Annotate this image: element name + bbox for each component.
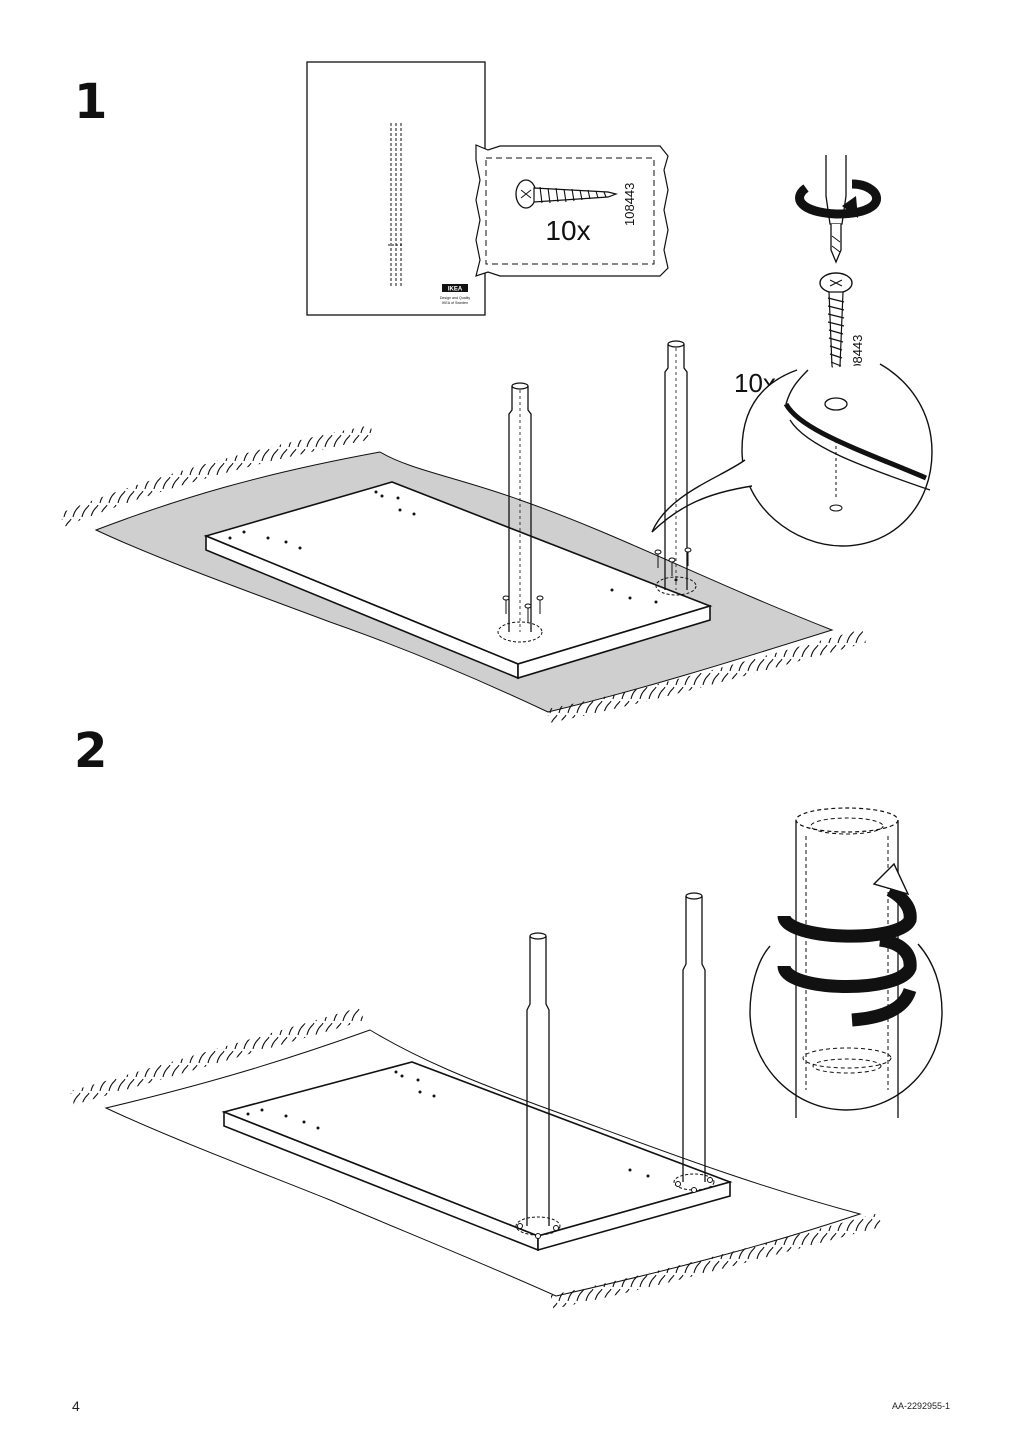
small-screws (502, 547, 692, 622)
ikea-logo: IKEA Design and Quality IKEA of Sweden (440, 284, 471, 305)
document-id: AA-2292955-1 (891, 1401, 950, 1411)
table-top (203, 481, 713, 680)
svg-text:Design and Quality: Design and Quality (440, 296, 471, 300)
screwdriver-icon (825, 155, 847, 264)
step-1-number: 1 (74, 74, 108, 130)
part-label-card: 10x 108443 (475, 144, 669, 277)
leg-right (655, 340, 697, 596)
leg-left (497, 382, 543, 643)
screw-icon (515, 179, 619, 209)
screw-icon (819, 272, 853, 380)
rotate-clockwise-icon (795, 179, 882, 219)
svg-text:IKEA of Sweden: IKEA of Sweden (442, 301, 468, 305)
step-2-number: 2 (74, 723, 108, 779)
table-top-2 (221, 1061, 733, 1252)
part-quantity: 10x (545, 215, 590, 246)
svg-text:IKEA: IKEA (448, 287, 463, 293)
leg-left-2 (515, 932, 561, 1239)
rotate-counterclockwise-icon (777, 862, 917, 1027)
part-article-number: 108443 (622, 183, 637, 226)
detail-magnifier (651, 363, 933, 547)
leg-right-2 (673, 892, 715, 1193)
page-number: 4 (72, 1398, 80, 1414)
hardware-bag: IKEA Design and Quality IKEA of Sweden (306, 61, 486, 316)
